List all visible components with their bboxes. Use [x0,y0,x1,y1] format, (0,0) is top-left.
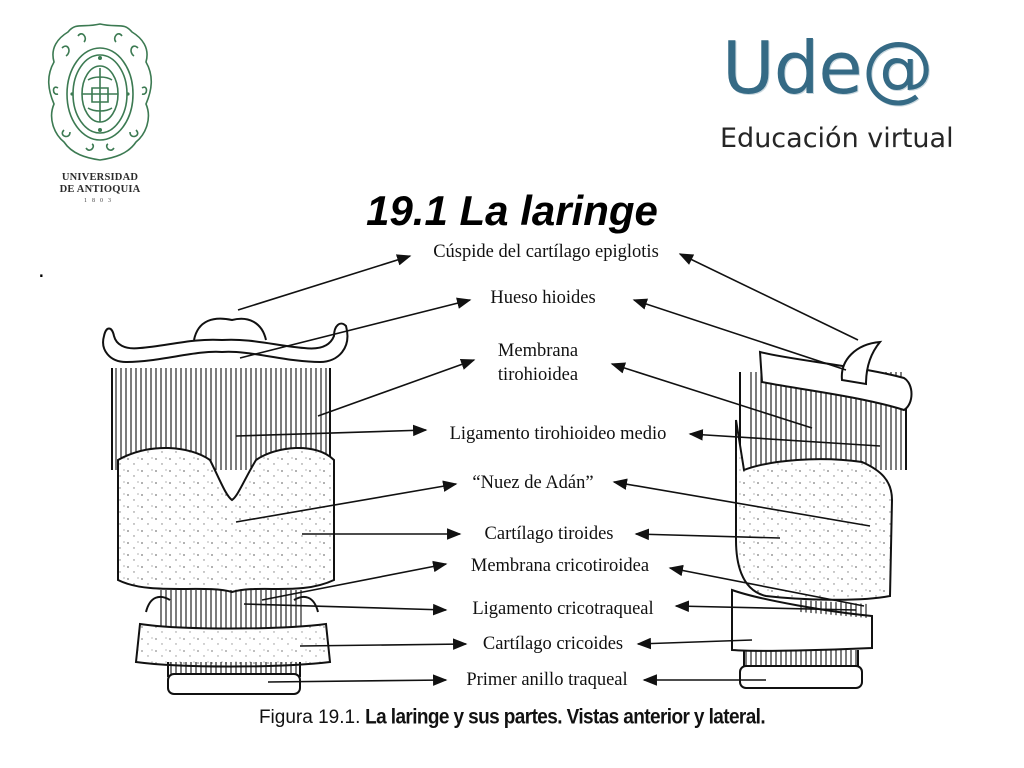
label-ligamento-cricotraqueal: Ligamento cricotraqueal [472,599,653,619]
university-year: 1803 [84,198,116,204]
label-cartilago-cricoides: Cartílago cricoides [483,634,623,654]
label-membrana: Membrana [498,341,578,361]
figure-caption: Figura 19.1. La laringe y sus partes. Vi… [0,704,1024,732]
label-cuspide-epiglotis: Cúspide del cartílago epiglotis [433,242,659,262]
lateral-view [731,340,913,689]
label-cartilago-tiroides: Cartílago tiroides [485,524,614,544]
university-seal-icon [47,23,153,161]
bullet-point: . [38,256,45,283]
caption-text: La laringe y sus partes. Vistas anterior… [365,705,766,730]
slide-title: 19.1 La laringe [366,187,658,234]
label-membrana-cricotiroidea: Membrana cricotiroidea [471,556,649,576]
university-name-line1: UNIVERSIDAD [61,172,139,183]
universidad-de-antioquia-logo: UNIVERSIDAD DE ANTIOQUIA 1803 [38,18,162,208]
label-ligamento-tirohioideo-medio: Ligamento tirohioideo medio [450,424,667,444]
udea-virtual-logo: Ude@ Educación virtual [710,14,980,164]
label-nuez-de-adan: “Nuez de Adán” [472,473,593,493]
label-primer-anillo-traqueal: Primer anillo traqueal [466,670,627,690]
anterior-view [102,317,349,695]
diagram-labels: Cúspide del cartílago epiglotis Hueso hi… [433,242,666,690]
label-hueso-hioides: Hueso hioides [490,288,595,308]
brand-subtitle: Educación virtual [720,123,954,154]
pointer-lines [235,253,881,686]
brand-main-text: Ude@ [722,26,934,110]
label-tirohioidea: tirohioidea [498,365,578,385]
caption-figure-number: Figura 19.1. [258,707,361,728]
university-name-line2: DE ANTIOQUIA [59,184,141,195]
